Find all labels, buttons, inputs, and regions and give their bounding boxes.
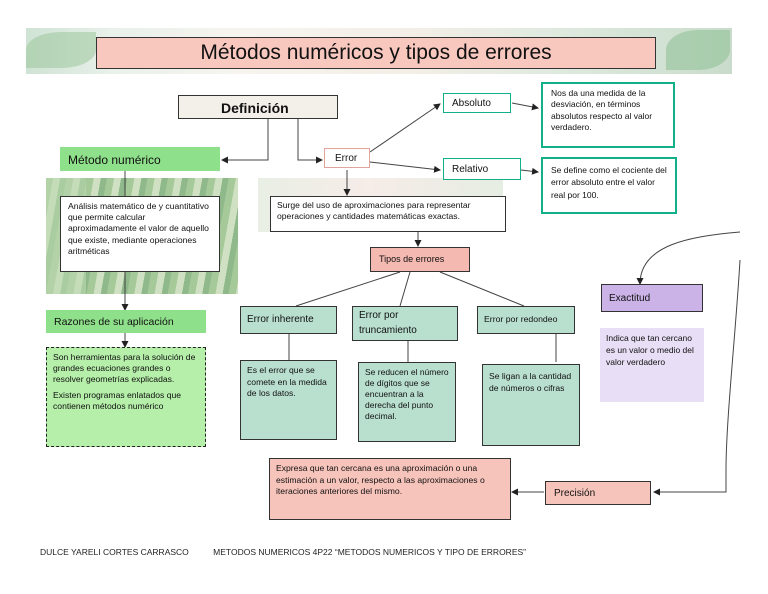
truncation-error-text: Se reducen el número de dígitos que se e… [358,362,456,442]
precision-text: Expresa que tan cercana es una aproximac… [269,458,511,520]
reasons-text-1: Son herramientas para la solución de gra… [53,352,196,385]
numeric-method-node: Método numérico [60,147,220,171]
inherent-error-node: Error inherente [240,306,337,334]
inherent-error-text: Es el error que se comete en la medida d… [240,360,337,440]
relative-node: Relativo [443,158,521,180]
rounding-error-node: Error por redondeo [477,306,575,334]
relative-description: Se define como el cociente del error abs… [551,165,667,200]
absolute-description: Nos da una medida de la desviación, en t… [551,88,653,133]
definition-node: Definición [178,95,338,119]
error-label: Error [335,153,358,164]
accuracy-label: Exactitud [609,293,651,304]
truncation-error-description: Se reducen el número de dígitos que se e… [365,367,449,422]
footer: DULCE YARELI CORTES CARRASCO METODOS NUM… [40,547,548,557]
precision-node: Precisión [545,481,651,505]
rounding-error-label: Error por redondeo [484,314,558,324]
error-types-label: Tipos de errores [379,254,445,264]
error-node: Error [324,148,370,168]
accuracy-node: Exactitud [601,284,703,312]
reasons-text: Son herramientas para la solución de gra… [46,347,206,447]
truncation-error-node: Error por truncamiento [352,306,458,341]
relative-text: Se define como el cociente del error abs… [541,157,677,214]
rounding-error-text: Se ligan a la cantidad de números o cifr… [482,364,580,446]
absolute-node: Absoluto [443,93,511,113]
error-description: Surge del uso de aproximaciones para rep… [277,200,471,222]
absolute-label: Absoluto [452,98,491,109]
reasons-node: Razones de su aplicación [46,310,206,333]
precision-description: Expresa que tan cercana es una aproximac… [276,463,485,497]
reasons-label: Razones de su aplicación [54,316,174,328]
footer-author: DULCE YARELI CORTES CARRASCO [40,547,189,557]
page-title: Métodos numéricos y tipos de errores [96,37,656,69]
relative-label: Relativo [452,164,489,175]
numeric-method-description: Análisis matemático de y cuantitativo qu… [68,201,209,256]
leaf-decoration [26,32,96,68]
accuracy-description: Indica que tan cercano es un valor o med… [606,333,694,367]
absolute-text: Nos da una medida de la desviación, en t… [541,82,675,148]
definition-label: Definición [221,100,289,116]
numeric-method-label: Método numérico [68,153,161,167]
inherent-error-description: Es el error que se comete en la medida d… [247,365,327,399]
rounding-error-description: Se ligan a la cantidad de números o cifr… [489,371,572,394]
reasons-text-2: Existen programas enlatados que contiene… [53,389,182,411]
accuracy-text: Indica que tan cercano es un valor o med… [600,328,704,402]
precision-label: Precisión [554,488,596,499]
truncation-error-label: Error por truncamiento [359,310,417,336]
leaf-decoration [666,30,730,70]
footer-course: METODOS NUMERICOS 4P22 “METODOS NUMERICO… [213,547,526,557]
inherent-error-label: Error inherente [247,314,314,325]
numeric-method-text: Análisis matemático de y cuantitativo qu… [60,196,220,272]
error-text: Surge del uso de aproximaciones para rep… [270,196,506,232]
error-types-node: Tipos de errores [370,247,470,272]
